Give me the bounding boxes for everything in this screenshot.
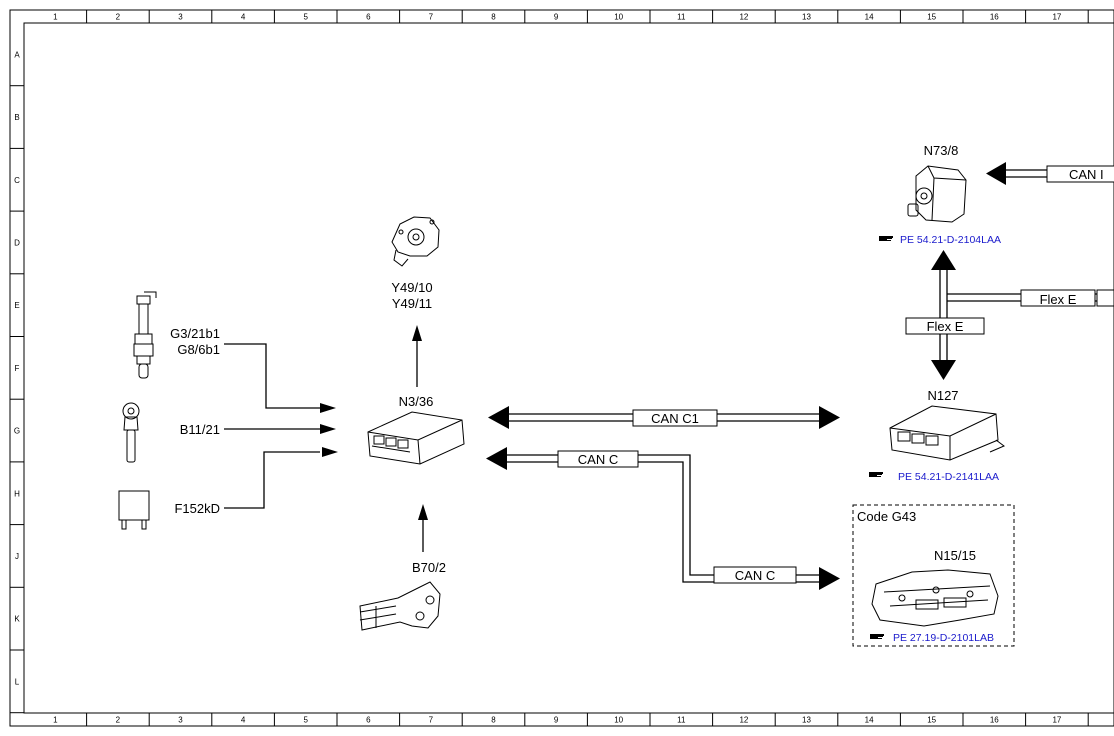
grid-row-label: G: [14, 427, 20, 436]
temperature-sensor-icon: [122, 402, 140, 463]
engine-control-unit-icon: [367, 411, 465, 465]
can-c-upper-label: CAN C: [578, 452, 618, 467]
ref-n127-text[interactable]: PE 54.21-D-2141LAA: [898, 471, 999, 483]
grid-column-label: 12: [739, 716, 748, 725]
y49-signal-line: [412, 325, 422, 387]
can-top-bus: CAN I: [986, 162, 1114, 185]
reference-hand-icon: [879, 236, 893, 241]
transmission-control-plate-icon: [871, 569, 999, 627]
label-y49-11: Y49/11: [392, 296, 432, 311]
sheet-frame: [9, 9, 1114, 727]
label-b11-21: B11/21: [180, 422, 220, 437]
sensor-arrowheads: [320, 403, 338, 457]
grid-column-label: 11: [677, 716, 686, 725]
can-c-lower-label: CAN C: [735, 568, 775, 583]
b70-signal-line: [418, 504, 428, 552]
grid-row-labels: A B C D E F G H J K L: [10, 50, 24, 714]
grid-column-label: 1: [53, 13, 58, 22]
grid-row-label: D: [14, 238, 20, 247]
grid-row-label: L: [15, 677, 20, 686]
can-c-bus: CAN C CAN C: [486, 447, 840, 590]
label-n127: N127: [927, 388, 958, 403]
label-n15-15: N15/15: [934, 548, 976, 563]
can-c1-bus: CAN C1: [488, 406, 840, 429]
grid-column-label: 15: [927, 716, 936, 725]
flex-e-right-label: Flex E: [1040, 292, 1077, 307]
flex-e-bus: Flex E Flex E: [905, 250, 1114, 380]
grid-column-label: 2: [116, 716, 121, 725]
grid-column-label: 9: [554, 716, 559, 725]
flex-e-vertical-label: Flex E: [927, 319, 964, 334]
grid-column-label: 4: [241, 13, 246, 22]
grid-column-label: 5: [303, 716, 308, 725]
grid-row-label: J: [15, 552, 19, 561]
fuse-icon: [118, 490, 150, 530]
ref-n15-15: PE 27.19-D-2101LAB: [870, 632, 994, 644]
can-c1-label: CAN C1: [651, 411, 699, 426]
grid-column-label: 1: [53, 716, 58, 725]
label-y49-10: Y49/10: [391, 280, 432, 295]
label-n73-8: N73/8: [924, 143, 959, 158]
grid-column-label: 10: [614, 13, 623, 22]
ref-n73-8-text[interactable]: PE 54.21-D-2104LAA: [900, 234, 1001, 246]
grid-column-label: 8: [491, 13, 496, 22]
can-top-label: CAN I: [1069, 167, 1104, 182]
label-g3-21b1: G3/21b1: [170, 326, 220, 341]
grid-row-label: K: [14, 615, 20, 624]
label-f152kd: F152kD: [174, 501, 220, 516]
sensor-signal-lines: [224, 343, 320, 509]
grid-column-label: 9: [554, 13, 559, 22]
camshaft-solenoid-icon: [391, 216, 440, 267]
grid-row-label: F: [15, 364, 20, 373]
grid-column-label: 4: [241, 716, 246, 725]
oxygen-sensor-icon: [133, 291, 157, 379]
grid-column-label: 14: [865, 13, 874, 22]
grid-row-label: E: [14, 301, 19, 310]
grid-column-label: 3: [178, 13, 183, 22]
label-b70-2: B70/2: [412, 560, 446, 575]
ref-n15-15-text[interactable]: PE 27.19-D-2101LAB: [893, 632, 994, 644]
powertrain-module-icon: [889, 405, 1005, 461]
label-n3-36: N3/36: [399, 394, 434, 409]
ref-n127: PE 54.21-D-2141LAA: [869, 471, 999, 483]
reference-hand-icon: [870, 634, 884, 639]
grid-row-label: A: [14, 50, 20, 59]
grid-column-label: 13: [802, 13, 811, 22]
grid-column-label: 5: [303, 13, 308, 22]
grid-column-label: 15: [927, 13, 936, 22]
grid-column-label: 11: [677, 13, 686, 22]
ref-n73-8: PE 54.21-D-2104LAA: [879, 234, 1001, 246]
crankshaft-sensor-icon: [359, 581, 441, 631]
grid-column-label: 3: [178, 716, 183, 725]
grid-row-label: C: [14, 176, 20, 185]
grid-column-label: 17: [1052, 13, 1061, 22]
grid-row-label: H: [14, 489, 20, 498]
ignition-switch-icon: [907, 165, 967, 223]
grid-column-label: 16: [990, 13, 999, 22]
grid-column-label: 2: [116, 13, 121, 22]
grid-column-label: 7: [429, 13, 434, 22]
grid-column-label: 6: [366, 13, 371, 22]
grid-column-label: 8: [491, 716, 496, 725]
grid-column-label: 12: [739, 13, 748, 22]
grid-column-label: 13: [802, 716, 811, 725]
grid-row-label: B: [14, 113, 19, 122]
reference-hand-icon: [869, 472, 883, 477]
grid-column-label: 17: [1052, 716, 1061, 725]
grid-column-label: 10: [614, 716, 623, 725]
code-g43-label: Code G43: [857, 509, 916, 524]
grid-column-label: 6: [366, 716, 371, 725]
grid-column-label: 14: [865, 716, 874, 725]
grid-column-label: 7: [429, 716, 434, 725]
grid-column-label: 16: [990, 716, 999, 725]
code-g43-box: [852, 504, 1015, 647]
label-g8-6b1: G8/6b1: [177, 342, 220, 357]
